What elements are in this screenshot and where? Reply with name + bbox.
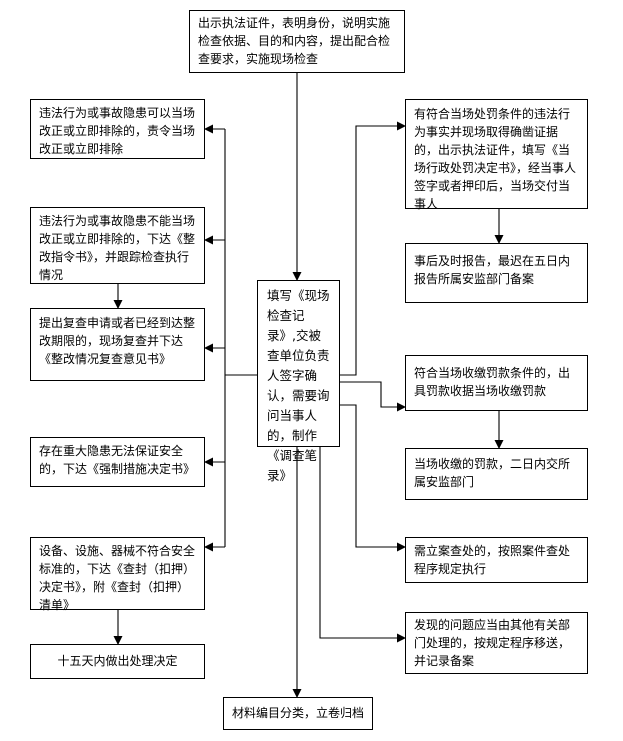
left-box-seizure: 设备、设施、器械不符合安全标准的，下达《查封（扣押）决定书》，附《查封（扣押）清… xyxy=(30,537,205,612)
left-box-rectification-order: 违法行为或事故隐患不能当场改正或立即排除的，下达《整改指令书》，并跟踪检查执行情… xyxy=(30,207,205,284)
right-box-report-filing: 事后及时报告，最迟在五日内报告所属安监部门备案 xyxy=(405,243,588,303)
right-box-fine-collection: 符合当场收缴罚款条件的，出具罚款收据当场收缴罚款 xyxy=(405,355,588,411)
branch-right-transfer xyxy=(319,447,406,643)
right-box-transfer: 发现的问题应当由其他有关部门处理的，按规定程序移送，并记录备案 xyxy=(405,612,588,674)
right-box-case-filing: 需立案查处的，按照案件查处程序规定执行 xyxy=(405,537,588,583)
left-box-fifteen-days: 十五天内做出处理决定 xyxy=(30,644,205,679)
branch-right-case xyxy=(340,404,406,552)
branch-right-penalty xyxy=(340,121,406,376)
left-trunk-line xyxy=(224,129,257,547)
right-box-on-site-penalty: 有符合当场处罚条件的违法行为事实并现场取得确凿证据的，出示执法证件，填写《当场行… xyxy=(405,99,588,211)
fill-inspection-record-box: 填写《现场检查记录》,交被查单位负责人签字确认，需要询问当事人的，制作《调查笔录… xyxy=(257,280,340,483)
start-inspection-box: 出示执法证件，表明身份，说明实施检查依据、目的和内容，提出配合检查要求，实施现场… xyxy=(189,10,405,73)
right-box-fine-handover: 当场收缴的罚款，二日内交所属安监部门 xyxy=(405,448,588,500)
left-box-immediate-correction: 违法行为或事故隐患可以当场改正或立即排除的，责令当场改正或立即排除 xyxy=(30,99,205,159)
left-box-recheck: 提出复查申请或者已经到达整改期限的，现场复查并下达《整改情况复查意见书》 xyxy=(30,308,205,381)
archive-box: 材料编目分类，立卷归档 xyxy=(223,697,373,730)
branch-right-fine xyxy=(340,381,406,412)
left-box-compulsory-measures: 存在重大隐患无法保证安全的，下达《强制措施决定书》 xyxy=(30,437,205,487)
